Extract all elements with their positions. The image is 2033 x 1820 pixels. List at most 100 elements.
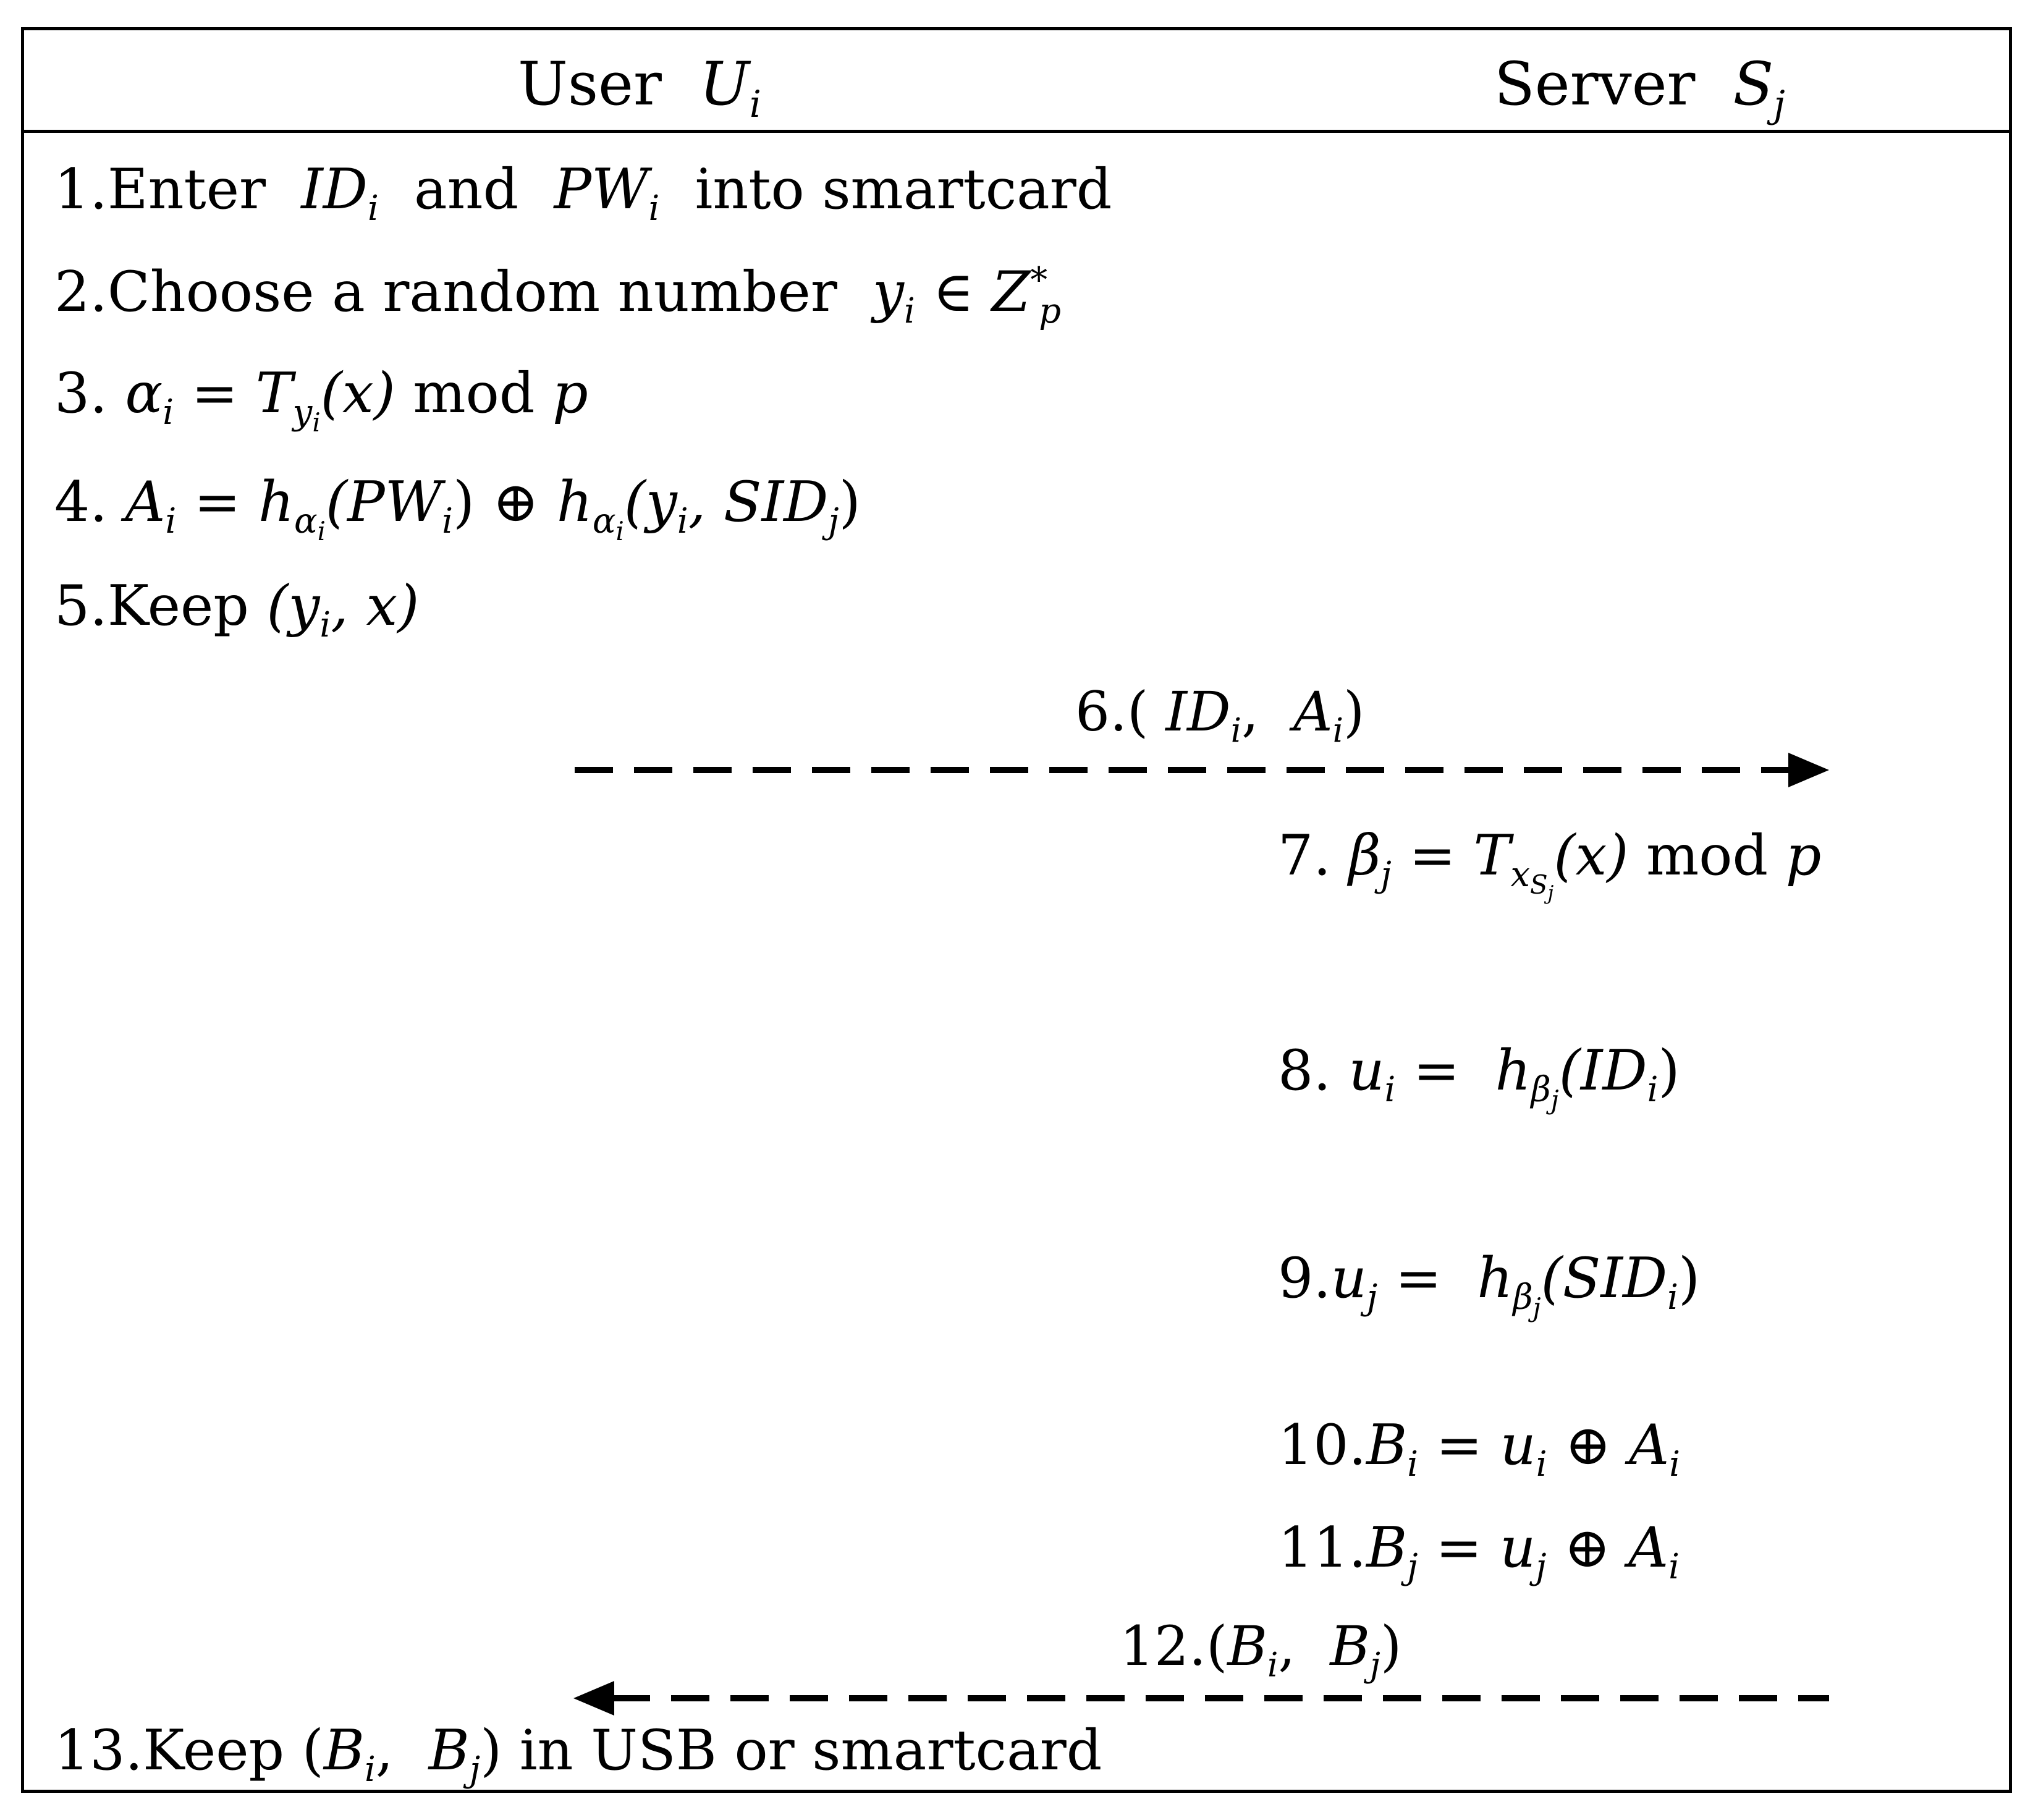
comma: , <box>1278 1614 1296 1678</box>
sup: * <box>1030 260 1048 300</box>
comma: , <box>375 1718 394 1783</box>
var-y: y <box>873 260 905 324</box>
step-text: and <box>414 157 519 222</box>
step-13: 13.Keep (Bi, Bj) in USB or smartcard <box>54 1723 1102 1787</box>
chebyshev-T: T <box>1473 823 1511 888</box>
argument: , x) <box>331 574 420 638</box>
paren: ) <box>839 470 861 535</box>
xor-symbol: ⊕ <box>492 470 539 535</box>
subsub: i <box>312 407 321 438</box>
xor-symbol: ⊕ <box>1565 1413 1612 1478</box>
equals-sign: = <box>1395 1246 1442 1311</box>
set-Z: Z <box>991 260 1031 324</box>
argument: (PW <box>326 470 442 535</box>
step-number: 12. <box>1120 1614 1206 1678</box>
var-B: B <box>323 1718 365 1783</box>
equals-sign: = <box>1413 1038 1460 1103</box>
sub: i <box>1384 1070 1396 1110</box>
step-number: 3. <box>54 361 108 426</box>
comma: , <box>1241 680 1259 743</box>
sub: i <box>648 188 660 229</box>
equals-sign: = <box>191 361 239 426</box>
subsub: i <box>615 516 624 547</box>
sub: j <box>1407 1547 1418 1587</box>
step-2: 2.Choose a random number yi ∈ Z*p <box>54 263 1061 329</box>
step-text: in USB or smartcard <box>519 1718 1102 1783</box>
step-number: 1. <box>54 157 108 222</box>
sub: i <box>1667 1277 1678 1318</box>
var-PW: PW <box>554 157 649 222</box>
server-label: Server <box>1494 49 1696 119</box>
sub: β <box>1531 1070 1551 1110</box>
arrowhead-right <box>1788 753 1829 787</box>
message-6-label: 6.( IDi, Ai) <box>1075 685 1364 747</box>
hash-h: h <box>556 470 593 535</box>
element-of-symbol: ∈ <box>932 260 974 324</box>
step-number: 4. <box>54 470 108 535</box>
server-symbol: S <box>1733 49 1774 119</box>
step-10: 10.Bi = ui ⊕ Ai <box>1278 1418 1680 1482</box>
sub: i <box>677 501 688 541</box>
sub: j <box>1366 1277 1378 1318</box>
paren: ( <box>302 1718 324 1783</box>
paren: ) <box>1658 1038 1680 1103</box>
var-u: u <box>1500 1515 1536 1580</box>
sub: i <box>165 501 177 541</box>
var-u: u <box>1348 1038 1385 1103</box>
argument: (y <box>623 470 677 535</box>
sub: i <box>1669 1444 1681 1484</box>
arrowhead-left <box>573 1681 614 1716</box>
step-number: 8. <box>1278 1038 1331 1103</box>
sub: j <box>828 501 839 541</box>
header-divider <box>21 130 2012 133</box>
paren: ) <box>480 1718 502 1783</box>
message-12-label: 12.(Bi, Bj) <box>1120 1619 1401 1682</box>
equals-sign: = <box>1435 1515 1482 1580</box>
paren: ) <box>453 470 475 535</box>
sub: j <box>469 1750 481 1790</box>
sub: x <box>1510 855 1530 895</box>
var-B: B <box>1330 1614 1371 1678</box>
argument: (y <box>266 574 320 638</box>
sub: α <box>294 501 318 541</box>
step-text: Enter <box>107 157 266 222</box>
step-8: 8. ui = hβj(IDi) <box>1278 1043 1680 1113</box>
equals-sign: = <box>1435 1413 1483 1478</box>
arrow-server-to-user <box>573 1681 1829 1716</box>
user-symbol-sub: i <box>749 83 761 127</box>
hash-h: h <box>258 470 294 535</box>
sub: y <box>292 392 313 433</box>
sub: i <box>1230 710 1242 750</box>
sub: p <box>1039 291 1061 331</box>
step-number: 13. <box>54 1718 143 1783</box>
paren: ) <box>1343 680 1365 743</box>
step-number: 2. <box>54 260 108 324</box>
argument: (x) <box>320 361 395 426</box>
step-9: 9.uj = hβj(SIDi) <box>1278 1251 1700 1321</box>
user-symbol: U <box>699 49 750 119</box>
var-A: A <box>125 470 166 535</box>
step-4: 4. Ai = hαi(PWi) ⊕ hαi(yi, SIDj) <box>54 475 861 544</box>
sub: i <box>364 1750 376 1790</box>
step-number: 6. <box>1075 680 1127 743</box>
hash-h: h <box>1495 1038 1531 1103</box>
paren: ( <box>1126 680 1149 743</box>
step-11: 11.Bj = uj ⊕ Ai <box>1278 1520 1680 1585</box>
paren: ) <box>1380 1614 1402 1678</box>
step-number: 9. <box>1278 1246 1331 1311</box>
sub: α <box>592 501 616 541</box>
sub: β <box>1513 1277 1533 1318</box>
var-p: p <box>552 361 588 426</box>
server-symbol-sub: j <box>1773 83 1785 127</box>
subsub: j <box>1532 1292 1541 1323</box>
var-u: u <box>1500 1413 1536 1478</box>
sub: i <box>442 501 454 541</box>
var-B: B <box>1366 1515 1408 1580</box>
sub: j <box>1380 855 1392 895</box>
diagram-frame <box>21 27 2012 1793</box>
server-header: Server Sj <box>1494 54 1785 123</box>
sub: i <box>1267 1644 1279 1685</box>
var-u: u <box>1330 1246 1367 1311</box>
sub: i <box>1332 710 1344 750</box>
